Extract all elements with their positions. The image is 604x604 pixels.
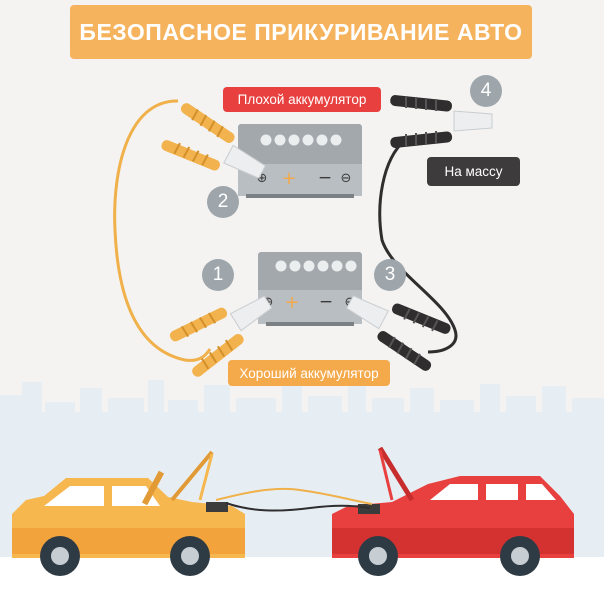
negative-clamp-good-battery <box>346 295 451 371</box>
step-4-marker: 4 <box>470 75 502 107</box>
good-battery-label: Хороший аккумулятор <box>228 360 390 386</box>
step-3-marker: 3 <box>374 259 406 291</box>
good-battery: ⊕ + − ⊖ <box>258 252 362 326</box>
bad-battery-plus-sign: + <box>281 168 296 189</box>
ground-label: На массу <box>427 157 520 186</box>
bad-battery-label: Плохой аккумулятор <box>223 87 381 112</box>
positive-clamp-good-battery <box>169 295 273 377</box>
good-battery-minus-sign: − <box>319 292 333 312</box>
positive-clamp-bad-battery <box>161 103 266 179</box>
step-2-marker: 2 <box>207 186 239 218</box>
negative-cable <box>378 138 458 354</box>
step-1-marker: 1 <box>202 259 234 291</box>
positive-cable <box>113 99 212 362</box>
car-positive-cable <box>215 487 373 505</box>
page-title: БЕЗОПАСНОЕ ПРИКУРИВАНИЕ АВТО <box>70 5 532 59</box>
red-car <box>332 446 574 576</box>
car-negative-cable <box>225 502 371 512</box>
good-battery-plus-sign: + <box>284 292 299 313</box>
bad-battery-plus-terminal: ⊕ <box>257 171 268 186</box>
ground-clamp <box>390 95 493 148</box>
yellow-car <box>12 450 245 576</box>
bad-battery-minus-terminal: ⊖ <box>341 171 352 186</box>
bad-battery-minus-sign: − <box>318 168 332 188</box>
bad-battery: ⊕ + − ⊖ <box>238 124 362 198</box>
